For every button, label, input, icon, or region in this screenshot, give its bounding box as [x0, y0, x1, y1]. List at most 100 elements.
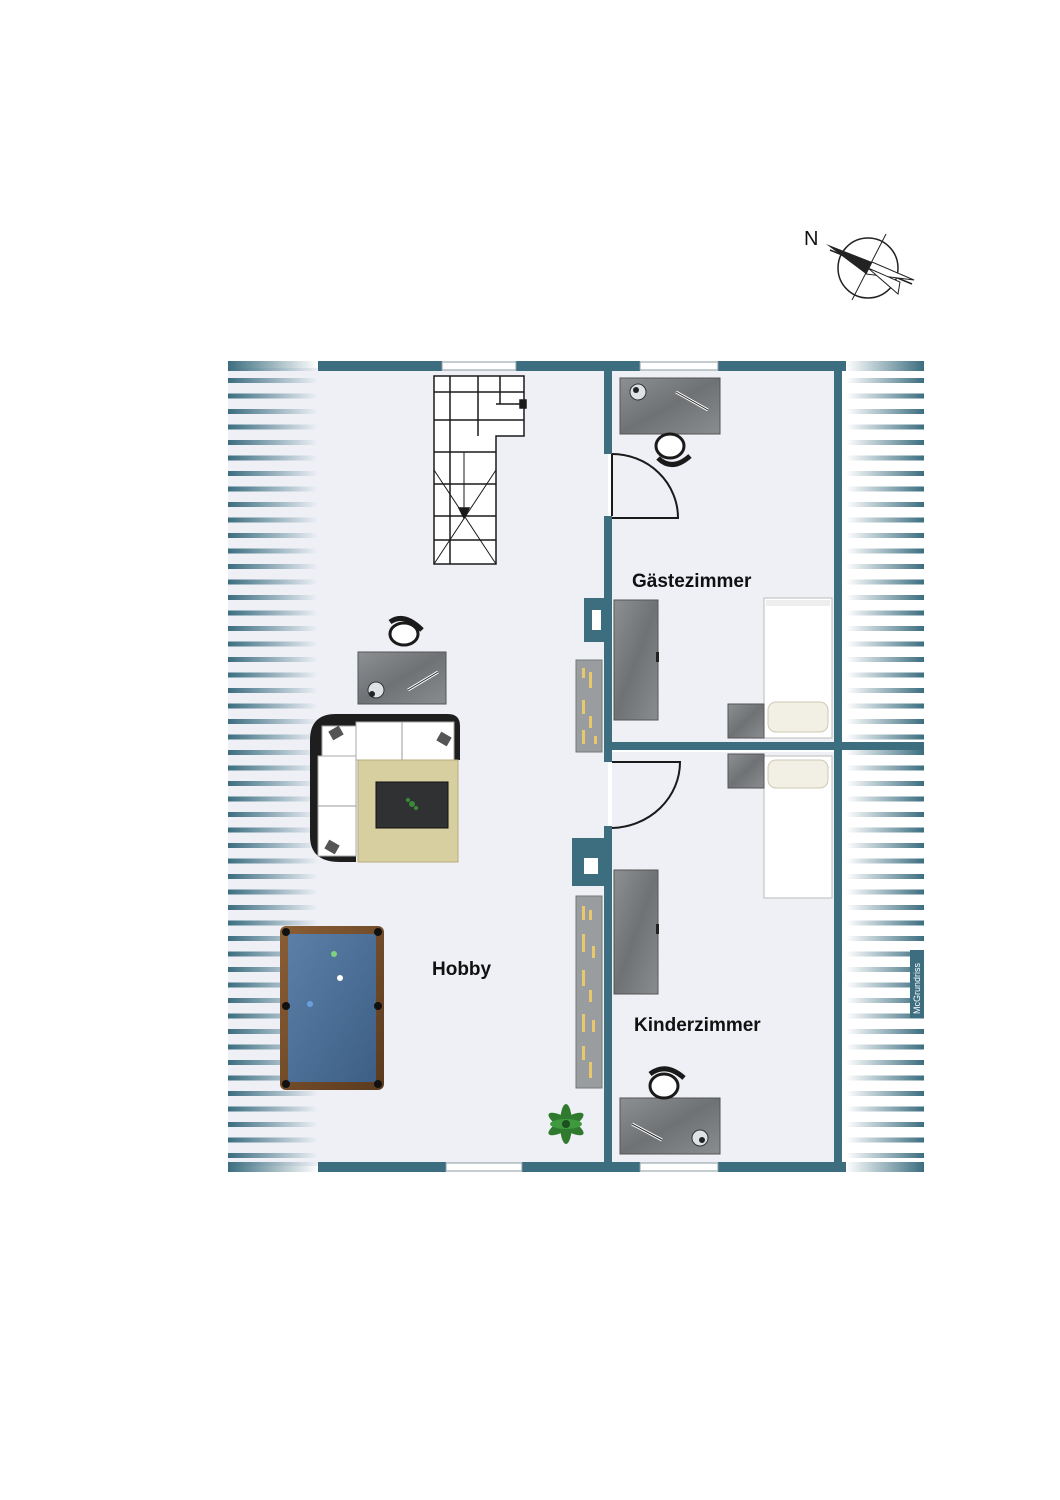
- eave-stripe: [846, 486, 924, 492]
- eave-stripe: [228, 1122, 318, 1127]
- eave-stripe: [228, 610, 318, 616]
- eave-stripe: [846, 579, 924, 585]
- eave-stripe: [846, 734, 924, 740]
- compass-rose-icon: [826, 233, 915, 301]
- eave-stripe: [228, 734, 318, 740]
- eave-stripe: [846, 626, 924, 631]
- eave-stripe: [846, 1106, 924, 1112]
- eave-stripe: [846, 1075, 924, 1081]
- kids-chair: [648, 1066, 686, 1100]
- guest-chair: [654, 432, 692, 467]
- eave-stripe: [228, 858, 318, 864]
- eave-stripe: [846, 424, 924, 430]
- eave-stripe: [846, 920, 924, 926]
- eave-stripe: [846, 657, 924, 662]
- kids-wardrobe: [613, 869, 659, 995]
- eave-stripe: [846, 982, 924, 988]
- eave-stripe: [846, 765, 924, 771]
- guest-door: [611, 453, 680, 519]
- eave-stripe: [846, 1029, 924, 1034]
- eave-stripe: [846, 393, 924, 399]
- eave-stripe: [228, 424, 318, 430]
- eave-stripe: [846, 889, 924, 895]
- eave-stripe: [228, 951, 318, 957]
- eave-stripe: [846, 672, 924, 678]
- eave-stripe: [846, 1060, 924, 1065]
- eave-stripe: [228, 982, 318, 988]
- eave-stripe: [228, 579, 318, 585]
- eave-stripe: [846, 781, 924, 786]
- eave-stripe: [228, 827, 318, 833]
- eave-stripe: [228, 564, 318, 569]
- eave-stripe: [846, 967, 924, 972]
- eave-stripe: [846, 1091, 924, 1096]
- eave-stripe: [846, 455, 924, 461]
- kids-bed: [763, 755, 833, 899]
- eave-stripe: [228, 1044, 318, 1050]
- eave-stripe: [228, 998, 318, 1003]
- kids-bookshelf: [575, 895, 603, 1089]
- chimney-upper: [584, 598, 608, 642]
- eave-stripe: [228, 874, 318, 879]
- kids-nightstand: [727, 753, 765, 789]
- eave-stripe: [228, 936, 318, 941]
- eave-stripe: [846, 1013, 924, 1019]
- eave-stripe: [228, 750, 318, 755]
- kids-desk: [619, 1097, 721, 1155]
- eave-stripe: [228, 812, 318, 817]
- pool-table: [280, 926, 384, 1090]
- right-eave-stripes: [846, 378, 924, 1158]
- eave-stripe: [228, 641, 318, 647]
- guest-nightstand: [727, 703, 765, 739]
- eave-stripe: [846, 703, 924, 709]
- left-eave-stripes: [228, 378, 318, 1158]
- eave-stripe: [846, 812, 924, 817]
- eave-stripe: [228, 548, 318, 554]
- eave-stripe: [228, 796, 318, 802]
- eave-stripe: [846, 843, 924, 848]
- eave-stripe: [228, 843, 318, 848]
- eave-stripe: [228, 1153, 318, 1158]
- eave-stripe: [228, 455, 318, 461]
- eave-stripe: [846, 827, 924, 833]
- eave-stripe: [228, 626, 318, 631]
- eave-stripe: [846, 517, 924, 523]
- eave-stripe: [846, 409, 924, 414]
- eave-stripe: [228, 533, 318, 538]
- bottom-left-fade: [228, 1162, 318, 1172]
- eave-stripe: [228, 595, 318, 600]
- eave-stripe: [846, 858, 924, 864]
- eave-stripe: [846, 1137, 924, 1143]
- eave-stripe: [228, 1075, 318, 1081]
- rug: [357, 759, 459, 863]
- eave-stripe: [846, 533, 924, 538]
- kids-door: [611, 761, 682, 829]
- eave-stripe: [846, 874, 924, 879]
- bottom-right-fade: [846, 1162, 924, 1172]
- room-label-guest: Gästezimmer: [632, 571, 752, 592]
- eave-stripe: [846, 564, 924, 569]
- eave-stripe: [228, 1106, 318, 1112]
- eave-stripe: [846, 440, 924, 445]
- room-label-kids: Kinderzimmer: [634, 1015, 761, 1036]
- eave-stripe: [846, 688, 924, 693]
- eave-stripe: [228, 688, 318, 693]
- eave-stripe: [846, 796, 924, 802]
- guest-desk: [619, 377, 721, 435]
- guest-wardrobe: [613, 599, 659, 721]
- eave-stripe: [228, 765, 318, 771]
- eave-stripe: [228, 905, 318, 910]
- plant: [548, 1104, 584, 1144]
- eave-stripe: [846, 905, 924, 910]
- hobby-desk: [357, 651, 447, 705]
- eave-stripe: [846, 378, 924, 383]
- staircase: [433, 375, 527, 565]
- eave-stripe: [228, 440, 318, 445]
- eave-stripe: [228, 517, 318, 523]
- eave-stripe: [228, 393, 318, 399]
- room-label-hobby: Hobby: [432, 959, 492, 980]
- eave-stripe: [228, 378, 318, 383]
- guest-bookshelf: [575, 659, 603, 753]
- eave-stripe: [228, 1091, 318, 1096]
